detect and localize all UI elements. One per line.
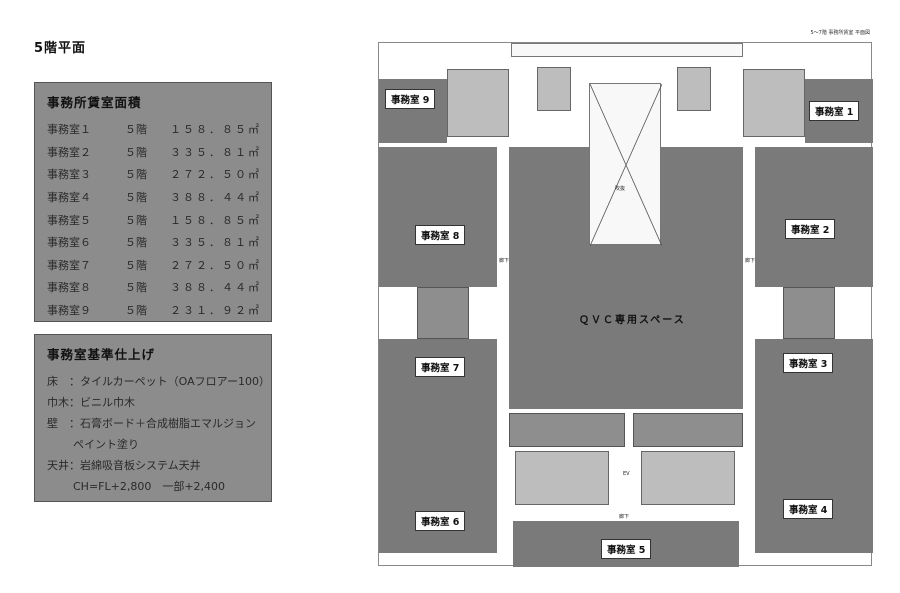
area-table-row: 事務室７ ５階 ２７２．５０㎡ <box>47 254 261 277</box>
room2-area <box>755 147 873 287</box>
area-room-name: 事務室３ <box>47 168 91 182</box>
room-label-1: 事務室 1 <box>809 101 860 121</box>
area-table-row: 事務室６ ５階 ３３５．８１㎡ <box>47 231 261 254</box>
spec-title: 事務室基準仕上げ <box>47 347 156 362</box>
area-room-name: 事務室８ <box>47 281 91 295</box>
area-room-name: 事務室９ <box>47 304 91 318</box>
right-core-upper <box>783 287 835 339</box>
area-value: ３８８．４４㎡ <box>170 281 261 295</box>
area-floor: ５階 <box>125 191 147 205</box>
room-label-9: 事務室 9 <box>385 89 436 109</box>
room7-area <box>379 339 497 443</box>
area-table-row: 事務室１ ５階 １５８．８５㎡ <box>47 118 261 141</box>
area-floor: ５階 <box>125 258 147 272</box>
area-floor: ５階 <box>125 213 147 227</box>
area-value: １５８．８５㎡ <box>170 213 261 227</box>
lower-right-core <box>641 451 735 505</box>
spec-wall-paint: ペイント塗り <box>73 437 139 451</box>
area-room-name: 事務室６ <box>47 236 91 250</box>
area-value: ３８８．４４㎡ <box>170 191 261 205</box>
area-room-name: 事務室４ <box>47 191 91 205</box>
area-value: ２７２．５０㎡ <box>170 168 261 182</box>
atrium <box>589 83 663 247</box>
room-label-8: 事務室 8 <box>415 225 466 245</box>
area-table-row: 事務室９ ５階 ２３１．９２㎡ <box>47 299 261 322</box>
area-floor: ５階 <box>125 145 147 159</box>
corridor-label-left: 廊下 <box>499 258 510 264</box>
spec-floor: 床 ：タイルカーペット（OAフロアー100） <box>47 374 270 388</box>
area-table-row: 事務室４ ５階 ３８８．４４㎡ <box>47 186 261 209</box>
room6-area <box>379 443 497 553</box>
plan-outline: 廊下 廊下 廊下 吹抜 EV 事務室 9 事務室 1 事務室 8 事務室 2 事… <box>378 42 873 567</box>
spec-ceiling-height: CH=FL+2,800 一部+2,400 <box>73 479 226 493</box>
corridor-label-right: 廊下 <box>745 258 756 264</box>
room8-area <box>379 147 497 287</box>
spec-ceiling: 天井：岩綿吸音板システム天井 <box>47 458 201 472</box>
top-corridor <box>511 43 743 57</box>
corridor-label-bottom: 廊下 <box>619 514 630 520</box>
upper-right-stair <box>677 67 711 111</box>
area-value: ３３５．８１㎡ <box>170 145 261 159</box>
area-table-title: 事務所賃室面積 <box>47 95 142 110</box>
area-table-row: 事務室５ ５階 １５８．８５㎡ <box>47 208 261 231</box>
room-label-4: 事務室 4 <box>783 499 834 519</box>
room-label-2: 事務室 2 <box>785 219 836 239</box>
area-value: ３３５．８１㎡ <box>170 236 261 250</box>
room-label-3: 事務室 3 <box>783 353 834 373</box>
area-room-name: 事務室１ <box>47 123 91 137</box>
upper-left-stair <box>537 67 571 111</box>
area-floor: ５階 <box>125 123 147 137</box>
floor-plan: 5〜7階 事務所賃室 平面図 <box>378 30 873 568</box>
left-core-upper <box>417 287 469 339</box>
area-room-name: 事務室７ <box>47 258 91 272</box>
qvc-space-label: ＱＶＣ専用スペース <box>579 315 686 326</box>
area-value: ２７２．５０㎡ <box>170 258 261 272</box>
atrium-label: 吹抜 <box>615 186 626 192</box>
area-room-name: 事務室２ <box>47 145 91 159</box>
area-floor: ５階 <box>125 168 147 182</box>
page-title: 5階平面 <box>34 41 87 56</box>
spec-wall: 壁 ：石膏ボード＋合成樹脂エマルジョン <box>47 416 256 430</box>
room4-area <box>755 443 873 553</box>
area-floor: ５階 <box>125 236 147 250</box>
ev-label: EV <box>623 471 630 477</box>
area-value: ２３１．９２㎡ <box>170 304 261 318</box>
spec-panel: 事務室基準仕上げ 床 ：タイルカーペット（OAフロアー100） 巾木：ビニル巾木… <box>34 334 272 502</box>
lower-left-core <box>515 451 609 505</box>
area-floor: ５階 <box>125 281 147 295</box>
room9-core <box>447 69 509 137</box>
spec-baseboard: 巾木：ビニル巾木 <box>47 395 135 409</box>
area-floor: ５階 <box>125 304 147 318</box>
room-label-5: 事務室 5 <box>601 539 652 559</box>
area-table-row: 事務室２ ５階 ３３５．８１㎡ <box>47 141 261 164</box>
room1-core <box>743 69 805 137</box>
lower-left-office <box>509 413 625 447</box>
lower-right-office <box>633 413 743 447</box>
area-table-row: 事務室８ ５階 ３８８．４４㎡ <box>47 276 261 299</box>
room-label-7: 事務室 7 <box>415 357 466 377</box>
area-value: １５８．８５㎡ <box>170 123 261 137</box>
room-label-6: 事務室 6 <box>415 511 466 531</box>
plan-corner-note: 5〜7階 事務所賃室 平面図 <box>810 30 870 36</box>
area-table-row: 事務室３ ５階 ２７２．５０㎡ <box>47 163 261 186</box>
area-room-name: 事務室５ <box>47 213 91 227</box>
atrium-cross-icon <box>589 83 663 247</box>
